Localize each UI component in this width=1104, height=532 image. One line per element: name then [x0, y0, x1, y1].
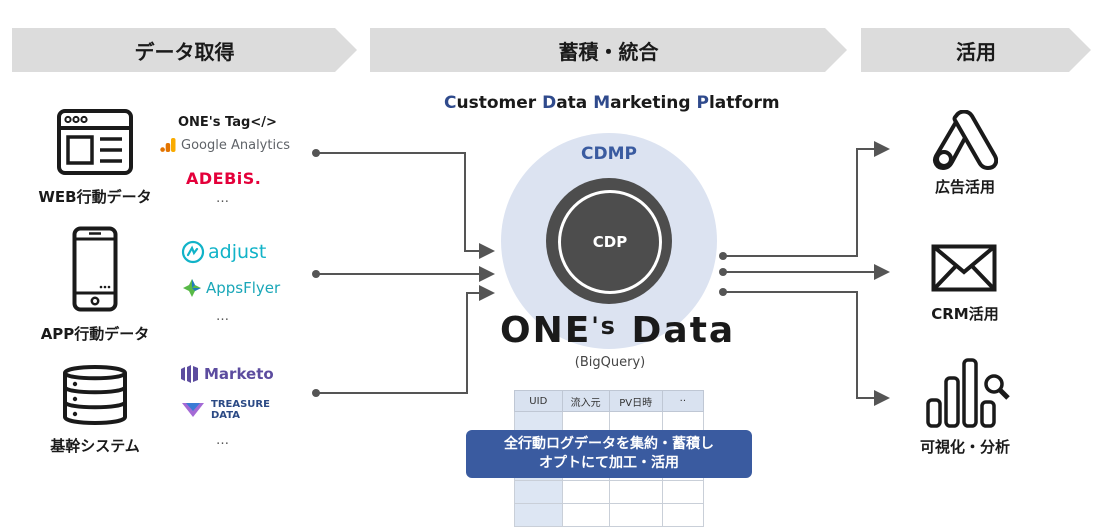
- title-initial-d: D: [542, 93, 557, 113]
- appsflyer-logo: AppsFlyer: [181, 277, 280, 299]
- title-word-arketing: arketing: [610, 93, 697, 113]
- stage-collect-label: データ取得: [134, 39, 235, 64]
- ones-tag-logo: ONE's Tag</>: [178, 115, 277, 130]
- stage-collect: データ取得: [12, 28, 357, 72]
- treasure-data-icon: [182, 403, 204, 417]
- core-source-label: 基幹システム: [50, 437, 140, 455]
- table-header-pv-datetime: PV日時: [608, 390, 663, 412]
- summary-banner: 全行動ログデータを集約・蓄積し オプトにて加工・活用: [466, 430, 752, 478]
- web-connector: [316, 152, 495, 259]
- summary-banner-line1: 全行動ログデータを集約・蓄積し: [504, 436, 714, 452]
- app-source-label: APP行動データ: [40, 325, 150, 343]
- treasure-data-line2: DATA: [211, 410, 241, 421]
- mail-envelope-icon: [931, 244, 997, 292]
- table-header-uid: UID: [514, 390, 563, 412]
- core-more-dots: …: [216, 433, 230, 448]
- viz-output-label: 可視化・分析: [919, 438, 1010, 456]
- core-connector: [316, 285, 495, 394]
- bigquery-label: (BigQuery): [574, 355, 646, 370]
- stage-use: 活用: [861, 28, 1091, 72]
- cdp-label: CDP: [592, 233, 628, 251]
- ones-data-logo: ONE's Data: [500, 310, 733, 351]
- bar-chart-analysis-icon: [926, 358, 1010, 428]
- adjust-label: adjust: [208, 241, 267, 263]
- stage-integrate: 蓄積・統合: [370, 28, 847, 72]
- title-initial-c: C: [444, 93, 457, 113]
- ones-data-brand-tail: Data: [631, 310, 736, 351]
- ads-output-label: 広告活用: [934, 178, 995, 196]
- marketo-logo: Marketo: [180, 365, 274, 383]
- summary-banner-line2: オプトにて加工・活用: [539, 455, 679, 471]
- viz-connector: [723, 291, 890, 406]
- web-source-label: WEB行動データ: [38, 188, 152, 206]
- title-word-latform: latform: [708, 93, 780, 113]
- app-more-dots: …: [216, 309, 230, 324]
- crm-output-label: CRM活用: [931, 305, 999, 323]
- cdp-inner-ring: CDP: [558, 190, 662, 294]
- treasure-data-logo: TREASURE DATA: [180, 399, 270, 421]
- google-analytics-label: Google Analytics: [181, 137, 291, 153]
- table-header-more: ··: [661, 390, 705, 412]
- browser-window-icon: [57, 109, 133, 175]
- google-analytics-logo: Google Analytics: [160, 137, 290, 153]
- ones-data-brand-main: ONE: [500, 310, 592, 351]
- adjust-icon: [181, 240, 205, 264]
- smartphone-icon: [72, 226, 118, 312]
- title-word-ata: ata: [556, 93, 594, 113]
- cdmp-full-title: Customer Data Marketing Platform: [444, 93, 780, 113]
- title-initial-m: M: [593, 93, 611, 113]
- web-more-dots: …: [216, 191, 230, 206]
- adjust-logo: adjust: [181, 240, 266, 264]
- marketo-label: Marketo: [204, 365, 274, 383]
- cdmp-label: CDMP: [581, 144, 637, 164]
- google-analytics-icon: [160, 138, 176, 152]
- title-word-ustomer: ustomer: [456, 93, 543, 113]
- google-ads-icon: [932, 110, 998, 170]
- table-header-row: UID 流入元 PV日時 ··: [514, 390, 705, 412]
- marketo-icon: [181, 365, 198, 383]
- stage-integrate-label: 蓄積・統合: [558, 39, 659, 64]
- ads-connector: [723, 141, 890, 257]
- table-row: [514, 480, 705, 504]
- stage-use-label: 活用: [956, 39, 996, 64]
- adebis-logo: ADEBiS.: [186, 169, 262, 188]
- ones-data-brand-apos: 's: [591, 312, 617, 340]
- title-initial-p: P: [696, 93, 709, 113]
- table-header-source: 流入元: [561, 390, 610, 412]
- treasure-data-line1: TREASURE: [211, 399, 270, 410]
- table-row: [514, 503, 705, 527]
- appsflyer-label: AppsFlyer: [206, 279, 281, 297]
- appsflyer-icon: [183, 279, 201, 297]
- database-icon: [63, 365, 127, 425]
